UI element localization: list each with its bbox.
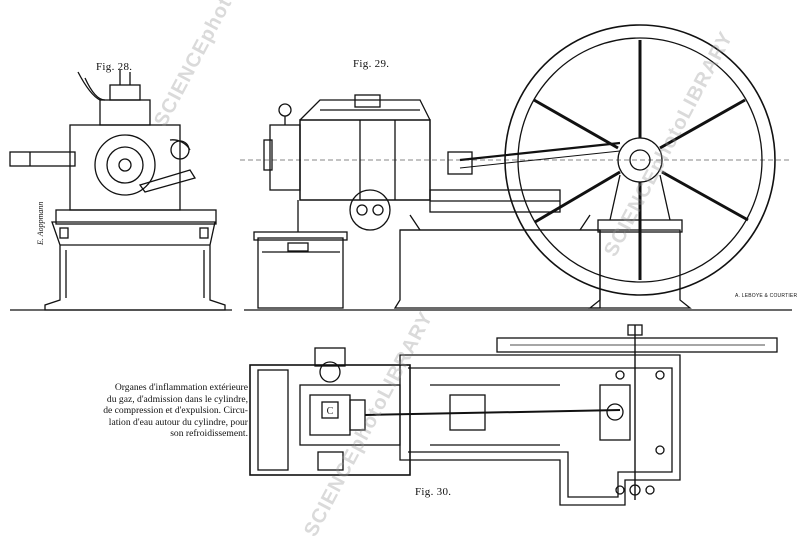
- engraver-signature: E. Aoppmann: [36, 201, 45, 245]
- fig28-label: Fig. 28.: [96, 61, 133, 73]
- figure-caption: Organes d'inflammation extérieure du gaz…: [38, 382, 248, 440]
- caption-line: de compression et d'expulsion. Circu-: [103, 405, 248, 417]
- caption-line: son refroidissement.: [170, 428, 248, 440]
- fig28-end-view: [9, 70, 226, 311]
- caption-line: Organes d'inflammation extérieure: [114, 382, 248, 393]
- fig29-elevation: [240, 24, 790, 309]
- fig30-plan: [249, 324, 778, 506]
- fig29-label: Fig. 29.: [353, 58, 390, 70]
- caption-line: lation d'eau autour du cylindre, pour: [108, 416, 248, 428]
- engraver-credit: A. LEBOYE & COURTIER: [735, 293, 798, 299]
- fig30-label: Fig. 30.: [415, 486, 452, 498]
- caption-line: du gaz, d'admission dans le cylindre,: [106, 393, 248, 405]
- part-label-c: C: [327, 406, 334, 417]
